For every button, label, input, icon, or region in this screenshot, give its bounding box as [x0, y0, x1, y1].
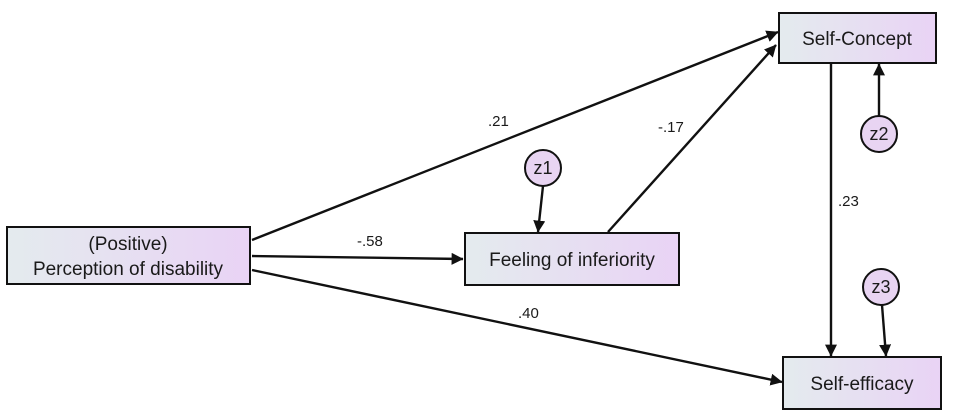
coef-perception-self-concept: .21 [488, 113, 509, 130]
path-z1-to-inferiority [533, 185, 546, 233]
node-self-concept-box [778, 12, 937, 64]
node-perception-line2: Perception of disability [33, 259, 224, 280]
node-inferiority-label: Feeling of inferiority [489, 250, 655, 271]
error-z1-label: z1 [533, 158, 552, 178]
error-z2-circle [860, 115, 898, 153]
error-z1: z1 [524, 149, 562, 187]
node-self-concept: Self-Concept [778, 12, 937, 64]
error-z3: z3 [862, 268, 900, 306]
error-z1-circle [524, 149, 562, 187]
error-z2-label: z2 [869, 124, 888, 144]
node-perception-line1: (Positive) [88, 234, 167, 255]
node-inferiority-box [464, 232, 680, 286]
path-perception-to-self-efficacy [251, 268, 783, 386]
error-z2: z2 [860, 115, 898, 153]
coef-inferiority-self-concept: -.17 [658, 119, 684, 136]
path-perception-to-inferiority [251, 252, 464, 265]
coef-perception-self-efficacy: .40 [518, 305, 539, 322]
node-self-efficacy-label: Self-efficacy [810, 374, 914, 395]
node-perception-box [6, 226, 251, 285]
coef-perception-inferiority: -.58 [357, 233, 383, 250]
coef-self-concept-self-efficacy: .23 [838, 193, 859, 210]
node-inferiority: Feeling of inferiority [464, 232, 680, 286]
paths [251, 30, 892, 386]
node-self-concept-label: Self-Concept [802, 29, 913, 50]
node-self-efficacy-box [782, 356, 942, 410]
coefficients: .21 -.58 -.17 .23 .40 [357, 113, 859, 322]
path-inferiority-to-self-concept [607, 44, 777, 233]
path-perception-to-self-concept [251, 30, 779, 242]
error-z3-circle [862, 268, 900, 306]
error-z3-label: z3 [871, 277, 890, 297]
path-z3-to-self-efficacy [879, 304, 892, 357]
node-self-efficacy: Self-efficacy [782, 356, 942, 410]
node-perception: (Positive) Perception of disability [6, 226, 251, 285]
